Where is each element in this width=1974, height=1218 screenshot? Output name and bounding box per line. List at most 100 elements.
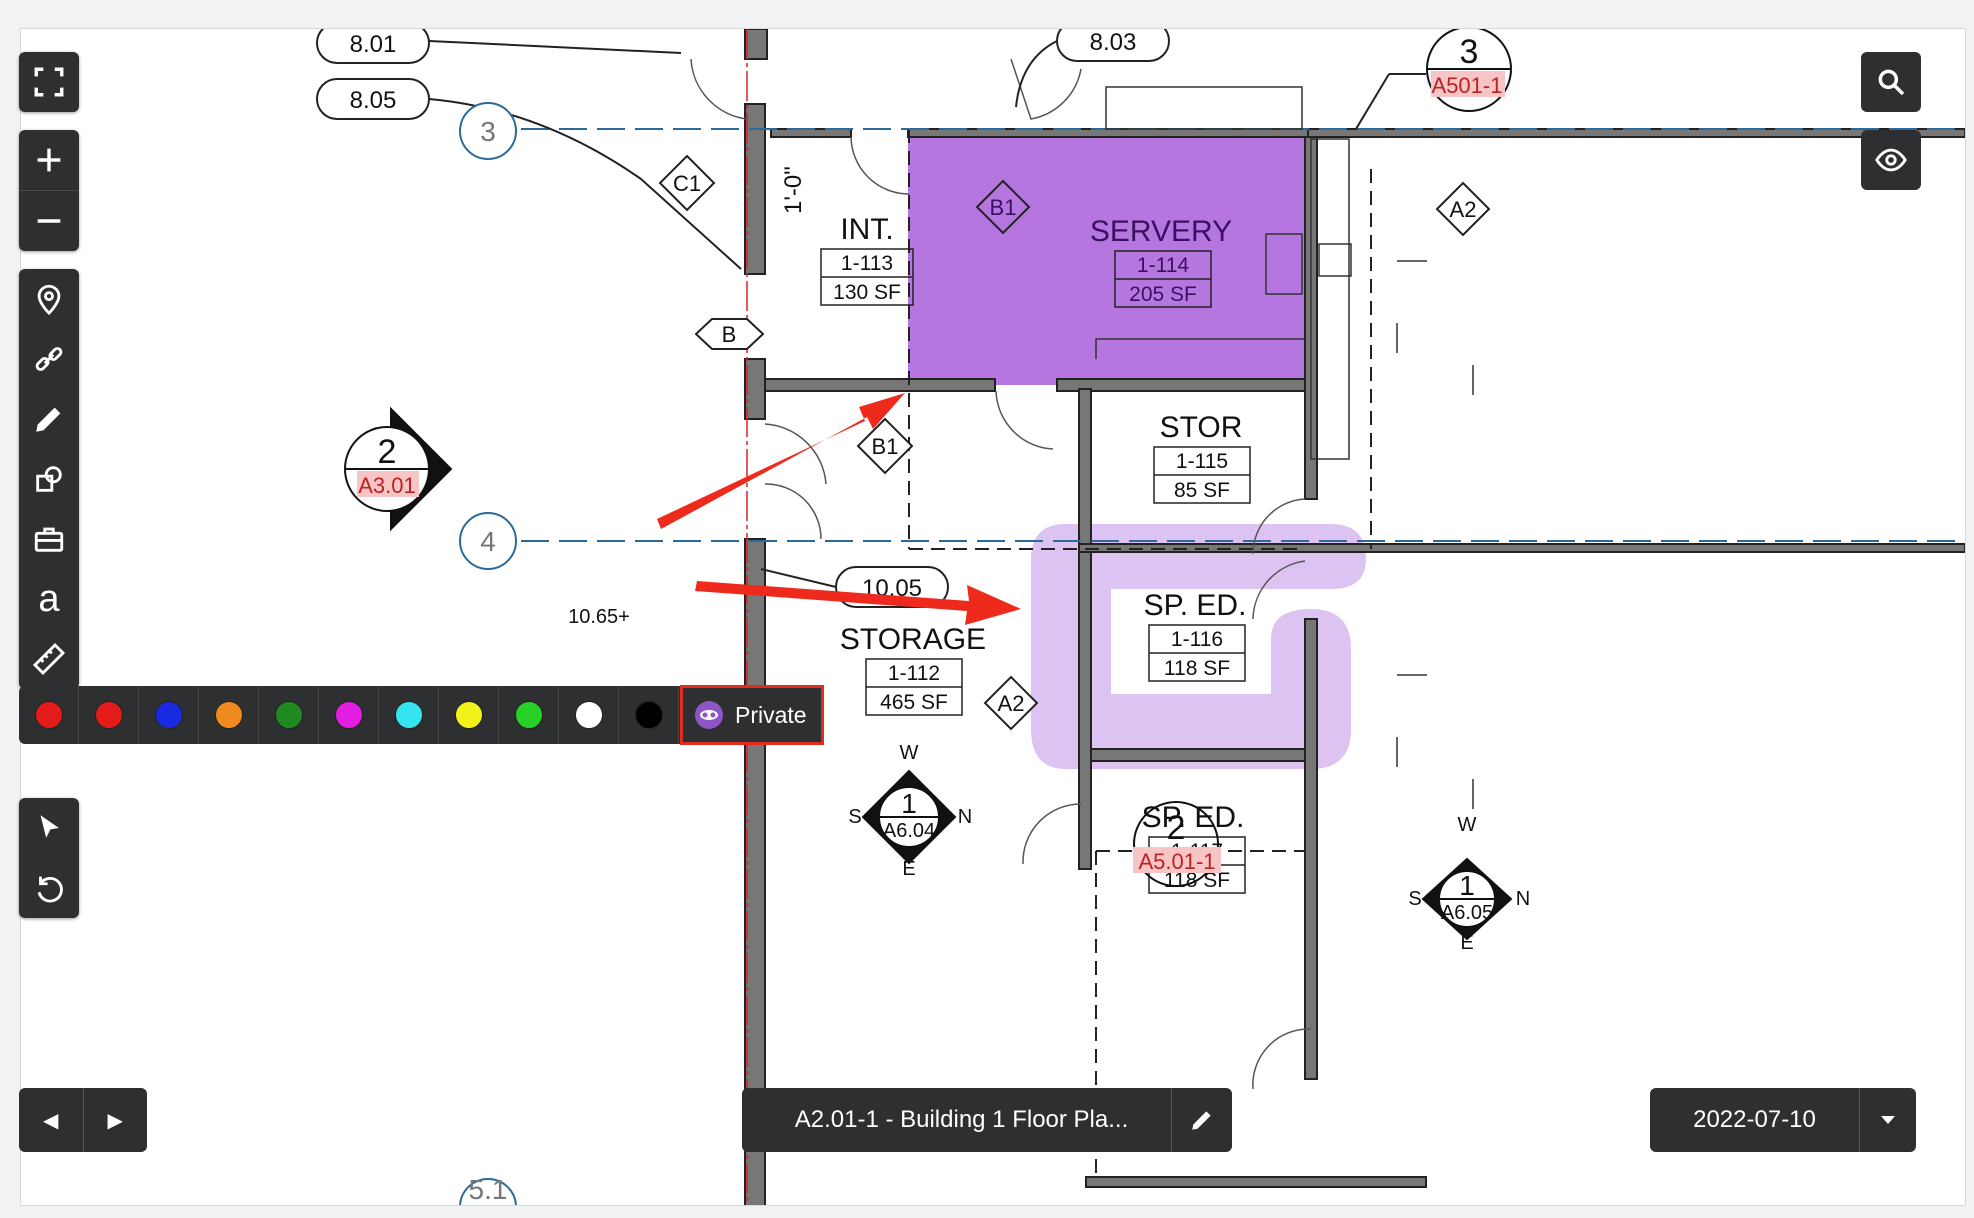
section-sheet-highlight	[1133, 847, 1221, 873]
pencil-icon	[1192, 1111, 1211, 1130]
room-area: 205 SF	[1129, 283, 1197, 306]
color-swatch-white[interactable]	[559, 686, 619, 744]
servery-highlight	[908, 129, 1308, 385]
section-sheet: A501-1	[1432, 73, 1503, 98]
color-swatch-cyan[interactable]	[379, 686, 439, 744]
elevation-dir: N	[1516, 888, 1530, 910]
ruler-icon[interactable]	[19, 629, 79, 689]
elevation-number: 1	[1459, 870, 1475, 901]
color-swatch-red[interactable]	[19, 686, 79, 744]
toolbox-icon[interactable]	[19, 509, 79, 569]
sheet-title: A2.01-1 - Building 1 Floor Pla...	[794, 1106, 1129, 1133]
elevation-dir: E	[1460, 932, 1473, 954]
select-arrow-icon[interactable]	[19, 798, 79, 858]
section-sheet: A5.01-1	[1138, 849, 1215, 874]
next-sheet-button[interactable]: ▶	[82, 1088, 148, 1152]
room-area: 118 SF	[1164, 657, 1230, 680]
grid-bubble: 3	[480, 116, 496, 147]
color-swatch-yellow[interactable]	[439, 686, 499, 744]
room-number: 1-116	[1171, 628, 1223, 651]
elevation-sheet: A6.05	[1441, 902, 1493, 924]
pin-icon[interactable]	[19, 269, 79, 329]
section-number: 3	[1460, 33, 1479, 71]
keynote-tag: 8.03	[1090, 29, 1137, 56]
prev-sheet-button[interactable]: ◀	[19, 1088, 83, 1152]
zoom-toolbar	[19, 130, 79, 251]
elevation-sheet: A6.04	[883, 820, 935, 842]
diamond-tag: C1	[673, 171, 701, 196]
visibility-button[interactable]	[1861, 130, 1921, 190]
fullscreen-toolbar	[19, 52, 79, 112]
chevron-left-icon: ◀	[43, 1109, 59, 1132]
room-number: 1-114	[1137, 254, 1189, 277]
search-icon	[1878, 69, 1905, 96]
elevation-number: 1	[901, 788, 917, 819]
room-area: 130 SF	[833, 281, 901, 304]
room-name: SERVERY	[1090, 215, 1232, 248]
section-sheet: A3.01	[358, 473, 416, 498]
section-number: 2	[1167, 809, 1186, 847]
elevation-dir: S	[848, 806, 861, 828]
page-nav: ◀ ▶	[19, 1088, 147, 1152]
elevation-dir: W	[1458, 814, 1477, 836]
annotation-arrow[interactable]	[695, 581, 1021, 625]
section-sheet-highlight	[357, 471, 419, 497]
chevron-down-icon[interactable]	[1859, 1088, 1916, 1152]
elevation-dir: S	[1408, 888, 1421, 910]
private-toggle-button[interactable]: Private	[680, 685, 824, 745]
sp-ed-highlight	[1031, 524, 1366, 769]
annotation-arrow[interactable]	[657, 393, 905, 529]
color-swatch-blue[interactable]	[139, 686, 199, 744]
color-swatch-lime[interactable]	[499, 686, 559, 744]
version-date: 2022-07-10	[1693, 1106, 1816, 1133]
room-name: SP. ED.	[1144, 589, 1247, 622]
keynote-partial: 10.65+	[568, 606, 630, 628]
diamond-tag: A2	[998, 691, 1025, 716]
room-name: INT.	[840, 213, 893, 246]
link-icon[interactable]	[19, 329, 79, 389]
undo-icon[interactable]	[19, 858, 79, 918]
edit-sheet-button[interactable]	[1171, 1088, 1232, 1152]
diamond-tag: B1	[872, 434, 899, 459]
color-swatch-green[interactable]	[259, 686, 319, 744]
color-swatch-red[interactable]	[79, 686, 139, 744]
shapes-icon[interactable]	[19, 449, 79, 509]
diamond-tag: A2	[1450, 197, 1477, 222]
grid-bubble: 4	[480, 526, 496, 557]
room-name: STOR	[1160, 411, 1243, 444]
eye-icon	[1875, 148, 1907, 172]
incognito-mask-icon	[695, 701, 723, 729]
room-name: STORAGE	[840, 623, 986, 656]
dimension-label: 1'-0"	[780, 166, 807, 214]
drawing-viewer[interactable]: 8.01 8.05 8.03 10.05 10.65+ 3 4 5.1 1'-0…	[20, 28, 1966, 1206]
pencil-icon[interactable]	[19, 389, 79, 449]
sheet-selector[interactable]: A2.01-1 - Building 1 Floor Pla...	[742, 1088, 1232, 1152]
keynote-tag: 8.05	[350, 87, 397, 114]
color-swatch-orange[interactable]	[199, 686, 259, 744]
zoom-in-icon[interactable]	[19, 130, 79, 190]
floor-plan-drawing[interactable]: 8.01 8.05 8.03 10.05 10.65+ 3 4 5.1 1'-0…	[21, 29, 1965, 1205]
section-sheet-highlight	[1431, 71, 1505, 97]
version-date-selector[interactable]: 2022-07-10	[1650, 1088, 1916, 1152]
zoom-out-icon[interactable]	[19, 190, 79, 251]
color-swatch-black[interactable]	[619, 686, 679, 744]
room-number: 1-113	[841, 252, 893, 275]
hex-tag: B	[722, 322, 737, 347]
room-area: 465 SF	[880, 691, 948, 714]
selection-toolbar	[19, 798, 79, 918]
diamond-tag: B1	[990, 195, 1017, 220]
section-number: 2	[378, 433, 397, 471]
markup-toolbar: a	[19, 269, 79, 689]
text-icon[interactable]: a	[38, 577, 60, 620]
keynote-tag: 8.01	[350, 31, 397, 58]
private-label: Private	[735, 701, 807, 728]
color-swatch-magenta[interactable]	[319, 686, 379, 744]
color-palette: Private	[19, 685, 824, 745]
room-area: 85 SF	[1174, 479, 1230, 502]
elevation-dir: N	[958, 806, 972, 828]
search-button[interactable]	[1861, 52, 1921, 112]
elevation-dir: E	[902, 858, 915, 880]
grid-bubble: 5.1	[469, 1174, 508, 1205]
chevron-right-icon: ▶	[107, 1109, 123, 1132]
fullscreen-icon[interactable]	[19, 52, 79, 112]
